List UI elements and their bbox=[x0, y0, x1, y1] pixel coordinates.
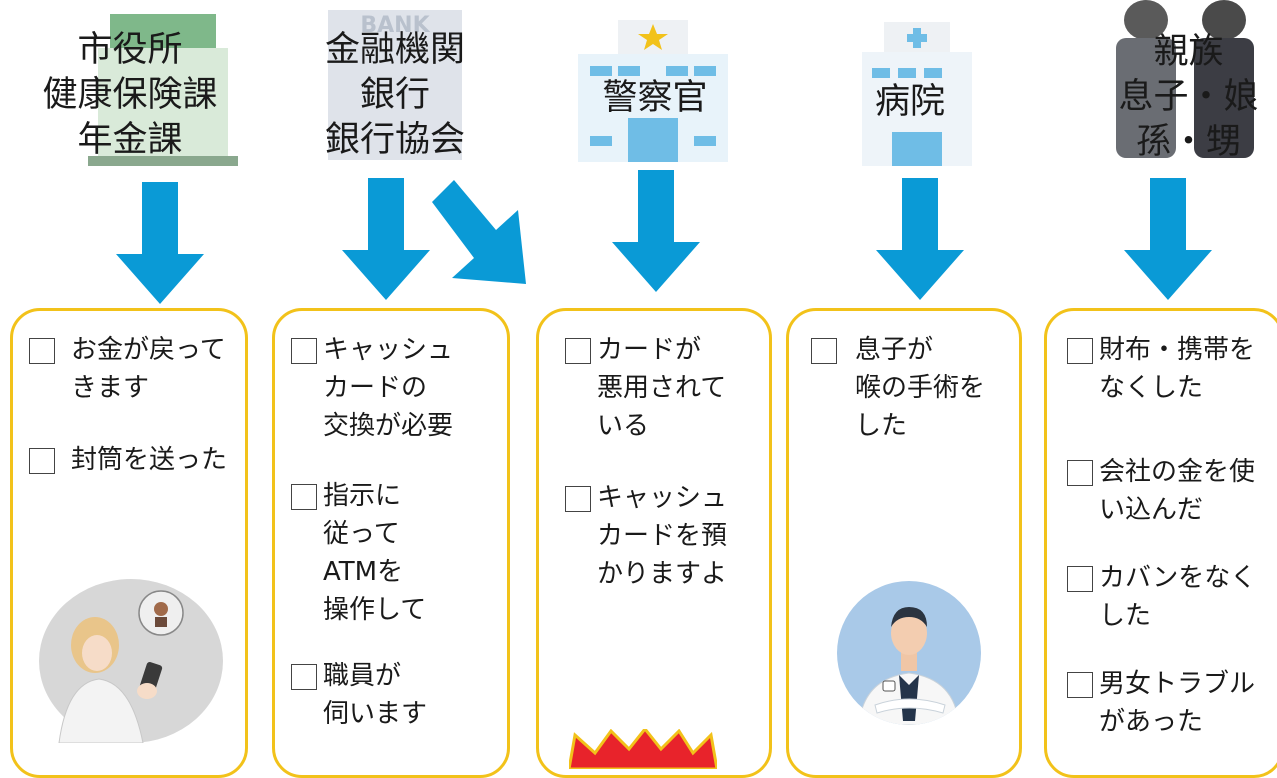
checkbox[interactable] bbox=[565, 338, 591, 364]
down-arrow-icon bbox=[876, 178, 964, 300]
statement-card-relatives: 財布・携帯を なくした 会社の金を使 い込んだ カバンをなく した 男女トラブル… bbox=[1044, 308, 1277, 778]
svg-text:BANK: BANK bbox=[360, 13, 430, 38]
checkbox[interactable] bbox=[565, 486, 591, 512]
hospital-icon bbox=[862, 22, 972, 166]
diagonal-arrow-icon bbox=[432, 180, 526, 284]
police-station-icon bbox=[578, 20, 728, 162]
down-arrow-icon bbox=[116, 182, 204, 304]
checkbox[interactable] bbox=[1067, 566, 1093, 592]
statement-card-bank: キャッシュ カードの 交換が必要 指示に 従って ATMを 操作して 職員が 伺… bbox=[272, 308, 510, 778]
doctor-icon bbox=[837, 581, 981, 725]
list-item: キャッシュ カードを預 かりますよ bbox=[565, 479, 727, 593]
source-title: 親族 息子・娘 孫・甥 bbox=[1118, 32, 1259, 162]
source-title: 金融機関 銀行 銀行協会 bbox=[324, 30, 465, 160]
list-item: 指示に 従って ATMを 操作して bbox=[291, 477, 426, 629]
list-item: 財布・携帯を なくした bbox=[1067, 331, 1255, 407]
statement-card-police: カードが 悪用されて いる キャッシュ カードを預 かりますよ bbox=[536, 308, 772, 778]
column-bank: BANK 金融機関 銀行 銀行協会 bbox=[260, 0, 530, 762]
column-city-hall: 市役所 健康保険課 年金課 bbox=[0, 0, 260, 762]
checkbox[interactable] bbox=[291, 484, 317, 510]
checkbox[interactable] bbox=[291, 664, 317, 690]
statement-card-city-hall: お金が戻って きます 封筒を送った bbox=[10, 308, 248, 778]
checkbox[interactable] bbox=[1067, 460, 1093, 486]
checkbox[interactable] bbox=[1067, 672, 1093, 698]
list-item: 息子が 喉の手術を した bbox=[811, 331, 985, 445]
list-item: 封筒を送った bbox=[29, 441, 227, 479]
down-arrow-icon bbox=[612, 170, 700, 292]
down-arrow-icon bbox=[342, 178, 430, 300]
checkbox[interactable] bbox=[29, 448, 55, 474]
down-arrow-icon bbox=[1124, 178, 1212, 300]
burst-icon bbox=[569, 729, 717, 769]
statement-card-hospital: 息子が 喉の手術を した bbox=[786, 308, 1022, 778]
column-relatives: 親族 息子・娘 孫・甥 bbox=[1040, 0, 1277, 762]
city-hall-icon bbox=[88, 14, 238, 166]
source-title: 警察官 bbox=[602, 78, 708, 118]
list-item: カバンをなく した bbox=[1067, 559, 1256, 635]
checkbox[interactable] bbox=[291, 338, 317, 364]
checkbox[interactable] bbox=[1067, 338, 1093, 364]
relatives-icon bbox=[1116, 0, 1254, 158]
bank-building-icon: BANK bbox=[328, 10, 462, 160]
checkbox[interactable] bbox=[811, 338, 837, 364]
worried-woman-phone-icon bbox=[39, 579, 223, 743]
list-item: 男女トラブル があった bbox=[1067, 665, 1255, 741]
source-title: 病院 bbox=[874, 82, 945, 122]
source-title: 市役所 健康保険課 年金課 bbox=[42, 30, 218, 160]
list-item: 会社の金を使 い込んだ bbox=[1067, 453, 1255, 529]
list-item: お金が戻って きます bbox=[29, 331, 226, 407]
list-item: 職員が 伺います bbox=[291, 657, 427, 733]
list-item: カードが 悪用されて いる bbox=[565, 331, 726, 445]
checkbox[interactable] bbox=[29, 338, 55, 364]
column-hospital: 病院 bbox=[780, 0, 1040, 762]
column-police: 警察官 bbox=[530, 0, 780, 762]
list-item: キャッシュ カードの 交換が必要 bbox=[291, 331, 453, 445]
